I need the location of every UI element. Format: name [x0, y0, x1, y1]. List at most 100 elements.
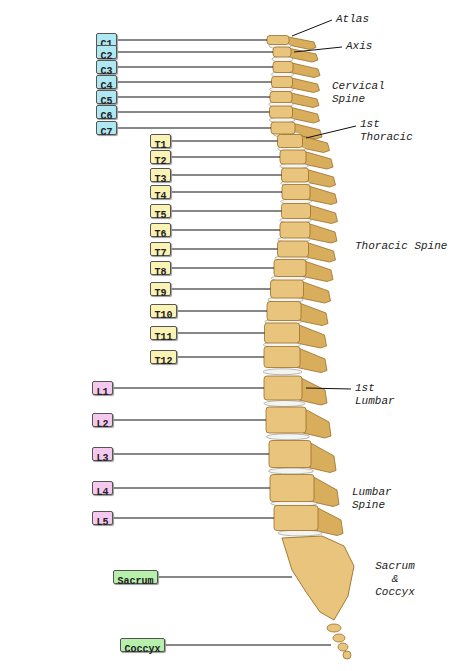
- region-label: 1st Lumbar: [355, 382, 405, 408]
- leader-line: [165, 645, 331, 646]
- vertebral-body: [282, 185, 310, 200]
- pointer-line: [306, 388, 351, 389]
- spinous-process: [308, 205, 338, 224]
- vertebra-name: T6: [154, 229, 166, 241]
- leader-line: [117, 97, 270, 98]
- coccyx-segment: [333, 634, 345, 642]
- spinous-process: [307, 223, 337, 243]
- vertebral-body: [280, 222, 310, 238]
- spinous-process: [308, 442, 336, 473]
- vertebral-body: [264, 376, 302, 400]
- vertebra-label-box: T10: [150, 304, 177, 318]
- disc: [264, 401, 305, 407]
- leader-line: [113, 454, 269, 455]
- region-label: Atlas: [336, 13, 369, 26]
- pointer-line: [306, 126, 356, 138]
- disc: [269, 468, 314, 474]
- vertebra-name: T4: [154, 191, 166, 203]
- vertebra-label-box: T1: [150, 134, 171, 148]
- vertebra-name: C7: [100, 127, 112, 139]
- leader-line: [113, 518, 274, 519]
- vertebra-label-box: L2: [92, 413, 113, 427]
- vertebra-name: L5: [96, 517, 108, 529]
- vertebra-name: L3: [96, 453, 108, 465]
- vertebra-label-box: T4: [150, 185, 171, 199]
- leader-line: [113, 488, 270, 489]
- leader-line: [171, 175, 282, 176]
- region-label: Thoracic Spine: [355, 240, 447, 253]
- leader-line: [117, 82, 272, 83]
- vertebra-name: T2: [154, 156, 166, 168]
- vertebra-label-box: C4: [96, 75, 117, 89]
- leader-line: [171, 289, 271, 290]
- region-label: Axis: [346, 40, 372, 53]
- region-label: Sacrum & Coccyx: [370, 560, 420, 599]
- vertebral-body: [266, 407, 306, 433]
- pointer-line: [294, 47, 342, 52]
- spinous-process: [297, 348, 327, 373]
- leader-line: [171, 268, 274, 269]
- vertebral-body: [282, 204, 311, 219]
- spinous-process: [289, 93, 319, 108]
- spinous-process: [301, 281, 331, 303]
- leader-line: [171, 249, 278, 250]
- coccyx-segment: [338, 643, 348, 651]
- vertebra-label-box: L4: [92, 481, 113, 495]
- pointer-line: [292, 20, 332, 36]
- vertebra-label-box: C3: [96, 60, 117, 74]
- leader-line: [177, 311, 267, 312]
- vertebra-label-box: C5: [96, 90, 117, 104]
- spinous-process: [299, 377, 327, 405]
- vertebra-name: L4: [96, 487, 108, 499]
- leader-line: [177, 333, 265, 334]
- vertebra-label-box: T7: [150, 242, 171, 256]
- spinous-process: [303, 408, 331, 438]
- vertebra-label-box: C6: [96, 105, 117, 119]
- vertebra-name: T5: [154, 210, 166, 222]
- vertebral-body: [274, 506, 318, 531]
- vertebral-body: [273, 47, 291, 57]
- vertebral-body: [270, 106, 293, 118]
- leader-line: [171, 211, 282, 212]
- vertebra-name: Coccyx: [124, 644, 160, 656]
- vertebral-body: [282, 168, 309, 182]
- disc: [263, 369, 302, 375]
- sacrum-shape: [282, 536, 354, 620]
- vertebra-label-box: T3: [150, 168, 171, 182]
- vertebral-body: [267, 36, 289, 45]
- spinous-process: [290, 63, 320, 78]
- leader-line: [117, 52, 273, 53]
- leader-line: [117, 67, 273, 68]
- vertebral-body: [264, 347, 300, 368]
- vertebra-label-box: L1: [92, 381, 113, 395]
- vertebra-label-box: C7: [96, 121, 117, 135]
- vertebra-label-box: C2: [96, 45, 117, 59]
- vertebra-label-box: T12: [150, 350, 177, 364]
- vertebra-name: Sacrum: [117, 576, 153, 588]
- vertebral-body: [273, 62, 293, 73]
- vertebra-label-box: T2: [150, 150, 171, 164]
- leader-line: [171, 230, 280, 231]
- vertebra-name: T7: [154, 248, 166, 260]
- leader-line: [117, 128, 271, 129]
- vertebra-name: T11: [154, 332, 172, 344]
- vertebra-label-box: Sacrum: [113, 570, 158, 584]
- vertebral-body: [271, 280, 304, 298]
- leader-line: [171, 141, 278, 142]
- region-label: Cervical Spine: [332, 80, 394, 106]
- vertebra-name: L2: [96, 419, 108, 431]
- vertebra-label-box: L3: [92, 447, 113, 461]
- disc: [267, 434, 310, 440]
- vertebral-body: [274, 260, 306, 277]
- leader-line: [171, 192, 282, 193]
- vertebral-body: [265, 323, 300, 343]
- vertebra-name: T12: [154, 356, 172, 368]
- vertebral-body: [278, 241, 309, 257]
- leader-line: [117, 40, 267, 41]
- coccyx-segment: [343, 651, 351, 659]
- spinous-process: [298, 303, 328, 326]
- leader-line: [113, 388, 264, 389]
- vertebral-body: [267, 302, 301, 321]
- leader-line: [158, 577, 292, 578]
- vertebral-body: [270, 92, 292, 103]
